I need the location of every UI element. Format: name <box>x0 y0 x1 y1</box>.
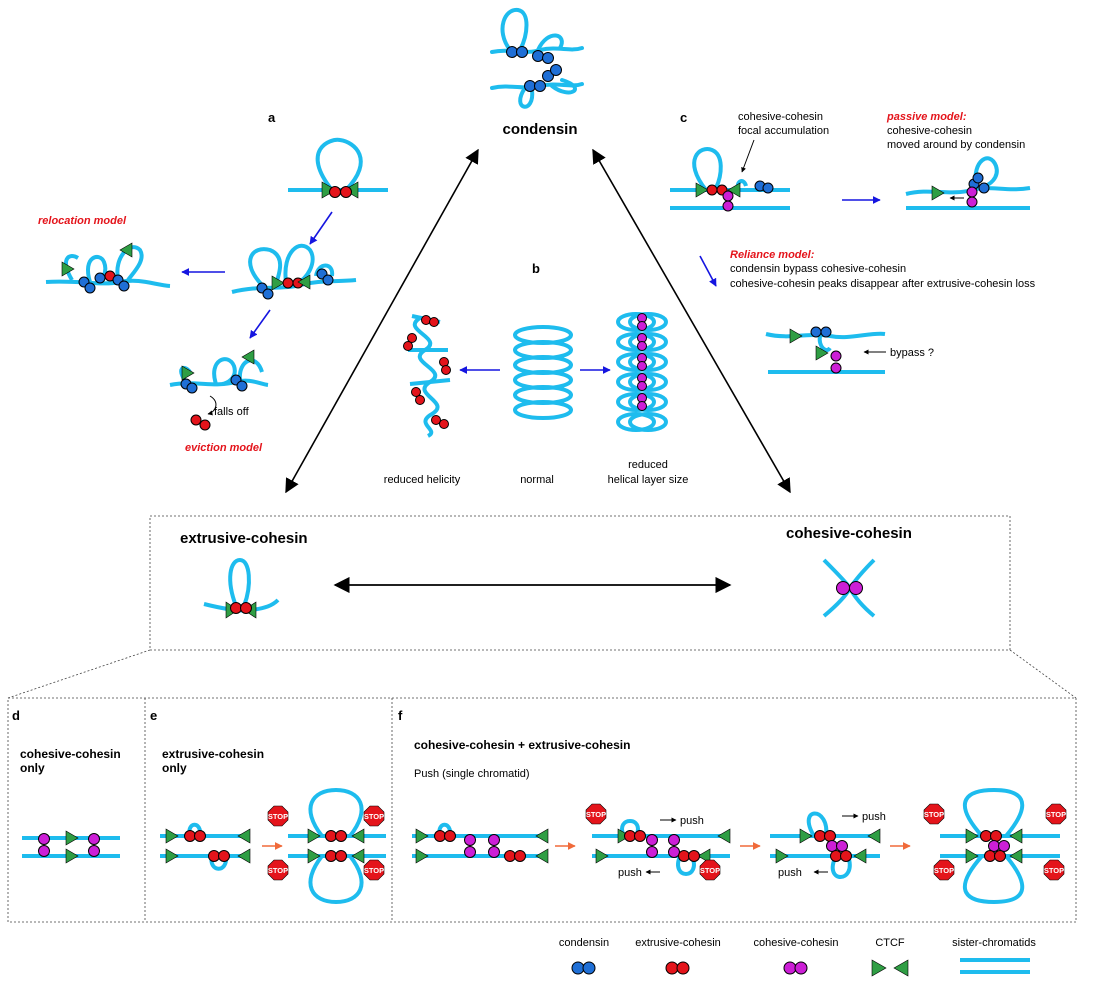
panel-f-title: cohesive-cohesin + extrusive-cohesin <box>414 738 630 752</box>
stop-sign-text: STOP <box>268 812 288 821</box>
cohesive-cohesin-title: cohesive-cohesin <box>786 525 912 542</box>
panel-d-title-2: only <box>20 761 45 775</box>
reduced-layer-label-1: reduced <box>628 459 668 471</box>
panel-f-step-4: STOP STOP STOP STOP <box>923 787 1067 905</box>
normal-label: normal <box>520 474 554 486</box>
arrow-condensin-extrusive <box>285 148 479 494</box>
condensin-title: condensin <box>502 121 577 138</box>
passive-model-line-1: cohesive-cohesin <box>887 125 972 137</box>
cohesive-cohesin-icon <box>822 558 876 618</box>
panel-c-focal-motors <box>695 180 774 212</box>
condensin-rosette-motors <box>506 46 562 92</box>
panel-f-step-2: STOP STOP <box>585 803 731 881</box>
extrusive-cohesin-icon <box>203 557 280 619</box>
stop-sign-text: STOP <box>586 810 606 819</box>
stop-sign-text: STOP <box>364 812 384 821</box>
panel-e-stop-signs: STOP STOP STOP STOP <box>267 805 385 881</box>
stop-sign-text: STOP <box>924 810 944 819</box>
reduced-helicity-label: reduced helicity <box>384 474 461 486</box>
panel-f-letter: f <box>398 708 403 723</box>
panel-c-reliance-diagram <box>765 331 886 374</box>
reduced-layer-label-2: helical layer size <box>608 474 689 486</box>
panel-d-diagram <box>22 830 120 864</box>
panel-a-eviction-motors <box>180 349 255 431</box>
panel-c-passive-motors <box>931 172 990 208</box>
panel-a-top-diagram <box>288 137 388 199</box>
stop-sign-text: STOP <box>700 866 720 875</box>
push-label-f3-top: push <box>862 811 886 823</box>
legend-extrusive-label: extrusive-cohesin <box>635 937 721 949</box>
panel-e-title-1: extrusive-cohesin <box>162 747 264 761</box>
panel-f-step-3 <box>770 811 881 879</box>
panel-c-letter: c <box>680 110 687 125</box>
passive-model-line-2: moved around by condensin <box>887 139 1025 151</box>
reliance-model-line-2: cohesive-cohesin peaks disappear after e… <box>730 278 1036 290</box>
legend-sister-label: sister-chromatids <box>952 937 1036 949</box>
legend-cohesive-label: cohesive-cohesin <box>754 937 839 949</box>
legend-ctcf-label: CTCF <box>875 937 905 949</box>
panel-a-letter: a <box>268 110 276 125</box>
passive-model-title: passive model: <box>886 111 967 123</box>
legend-condensin-label: condensin <box>559 937 609 949</box>
eviction-model-label: eviction model <box>185 442 263 454</box>
helix-normal <box>513 325 573 420</box>
lower-panels-box <box>7 697 1077 923</box>
panel-a-relocation-motors <box>61 242 133 294</box>
stop-sign-text: STOP <box>1044 866 1064 875</box>
stop-sign-text: STOP <box>268 866 288 875</box>
arrow-c-down <box>699 255 717 287</box>
panel-f-subtitle: Push (single chromatid) <box>414 768 530 780</box>
panel-d-title-1: cohesive-cohesin <box>20 747 121 761</box>
stop-sign-text: STOP <box>934 866 954 875</box>
reliance-model-title: Reliance model: <box>730 249 815 261</box>
extrusive-cohesin-title: extrusive-cohesin <box>180 530 308 547</box>
stop-sign-text: STOP <box>1046 810 1066 819</box>
panel-c-reliance-motors <box>789 326 842 374</box>
helix-reduced-helicity-motors <box>403 315 451 429</box>
panel-b-letter: b <box>532 261 540 276</box>
arrow-condensin-cohesive <box>592 148 791 494</box>
bypass-label: bypass ? <box>890 347 934 359</box>
focal-pointer <box>741 139 755 173</box>
panel-d-letter: d <box>12 708 20 723</box>
cohesin-box <box>149 515 1011 651</box>
push-label-f2-top: push <box>680 815 704 827</box>
panel-f-step-1 <box>412 822 549 864</box>
falls-off-label: falls off <box>214 406 250 418</box>
legend: condensin extrusive-cohesin cohesive-coh… <box>559 937 1036 977</box>
arrow-a-down <box>309 211 333 245</box>
reliance-model-line-1: condensin bypass cohesive-cohesin <box>730 263 906 275</box>
condensin-rosette <box>490 7 584 109</box>
funnel-right <box>1009 649 1077 699</box>
push-label-f2-bottom: push <box>618 867 642 879</box>
panel-e-after-diagram <box>288 787 386 905</box>
falls-off-arrow <box>207 395 217 416</box>
helix-reduced-layer-motors <box>637 313 647 411</box>
focal-label-1: cohesive-cohesin <box>738 111 823 123</box>
panel-e-letter: e <box>150 708 157 723</box>
push-label-f3-bottom: push <box>778 867 802 879</box>
arrow-a-down-2 <box>249 309 271 339</box>
panel-e-before-diagram <box>160 822 251 871</box>
stop-sign-text: STOP <box>364 866 384 875</box>
funnel-left <box>7 649 151 699</box>
panel-e-title-2: only <box>162 761 187 775</box>
focal-label-2: focal accumulation <box>738 125 829 137</box>
helix-reduced-layer <box>616 312 668 432</box>
panel-a-mid-motors <box>256 268 334 300</box>
relocation-model-label: relocation model <box>38 215 127 227</box>
